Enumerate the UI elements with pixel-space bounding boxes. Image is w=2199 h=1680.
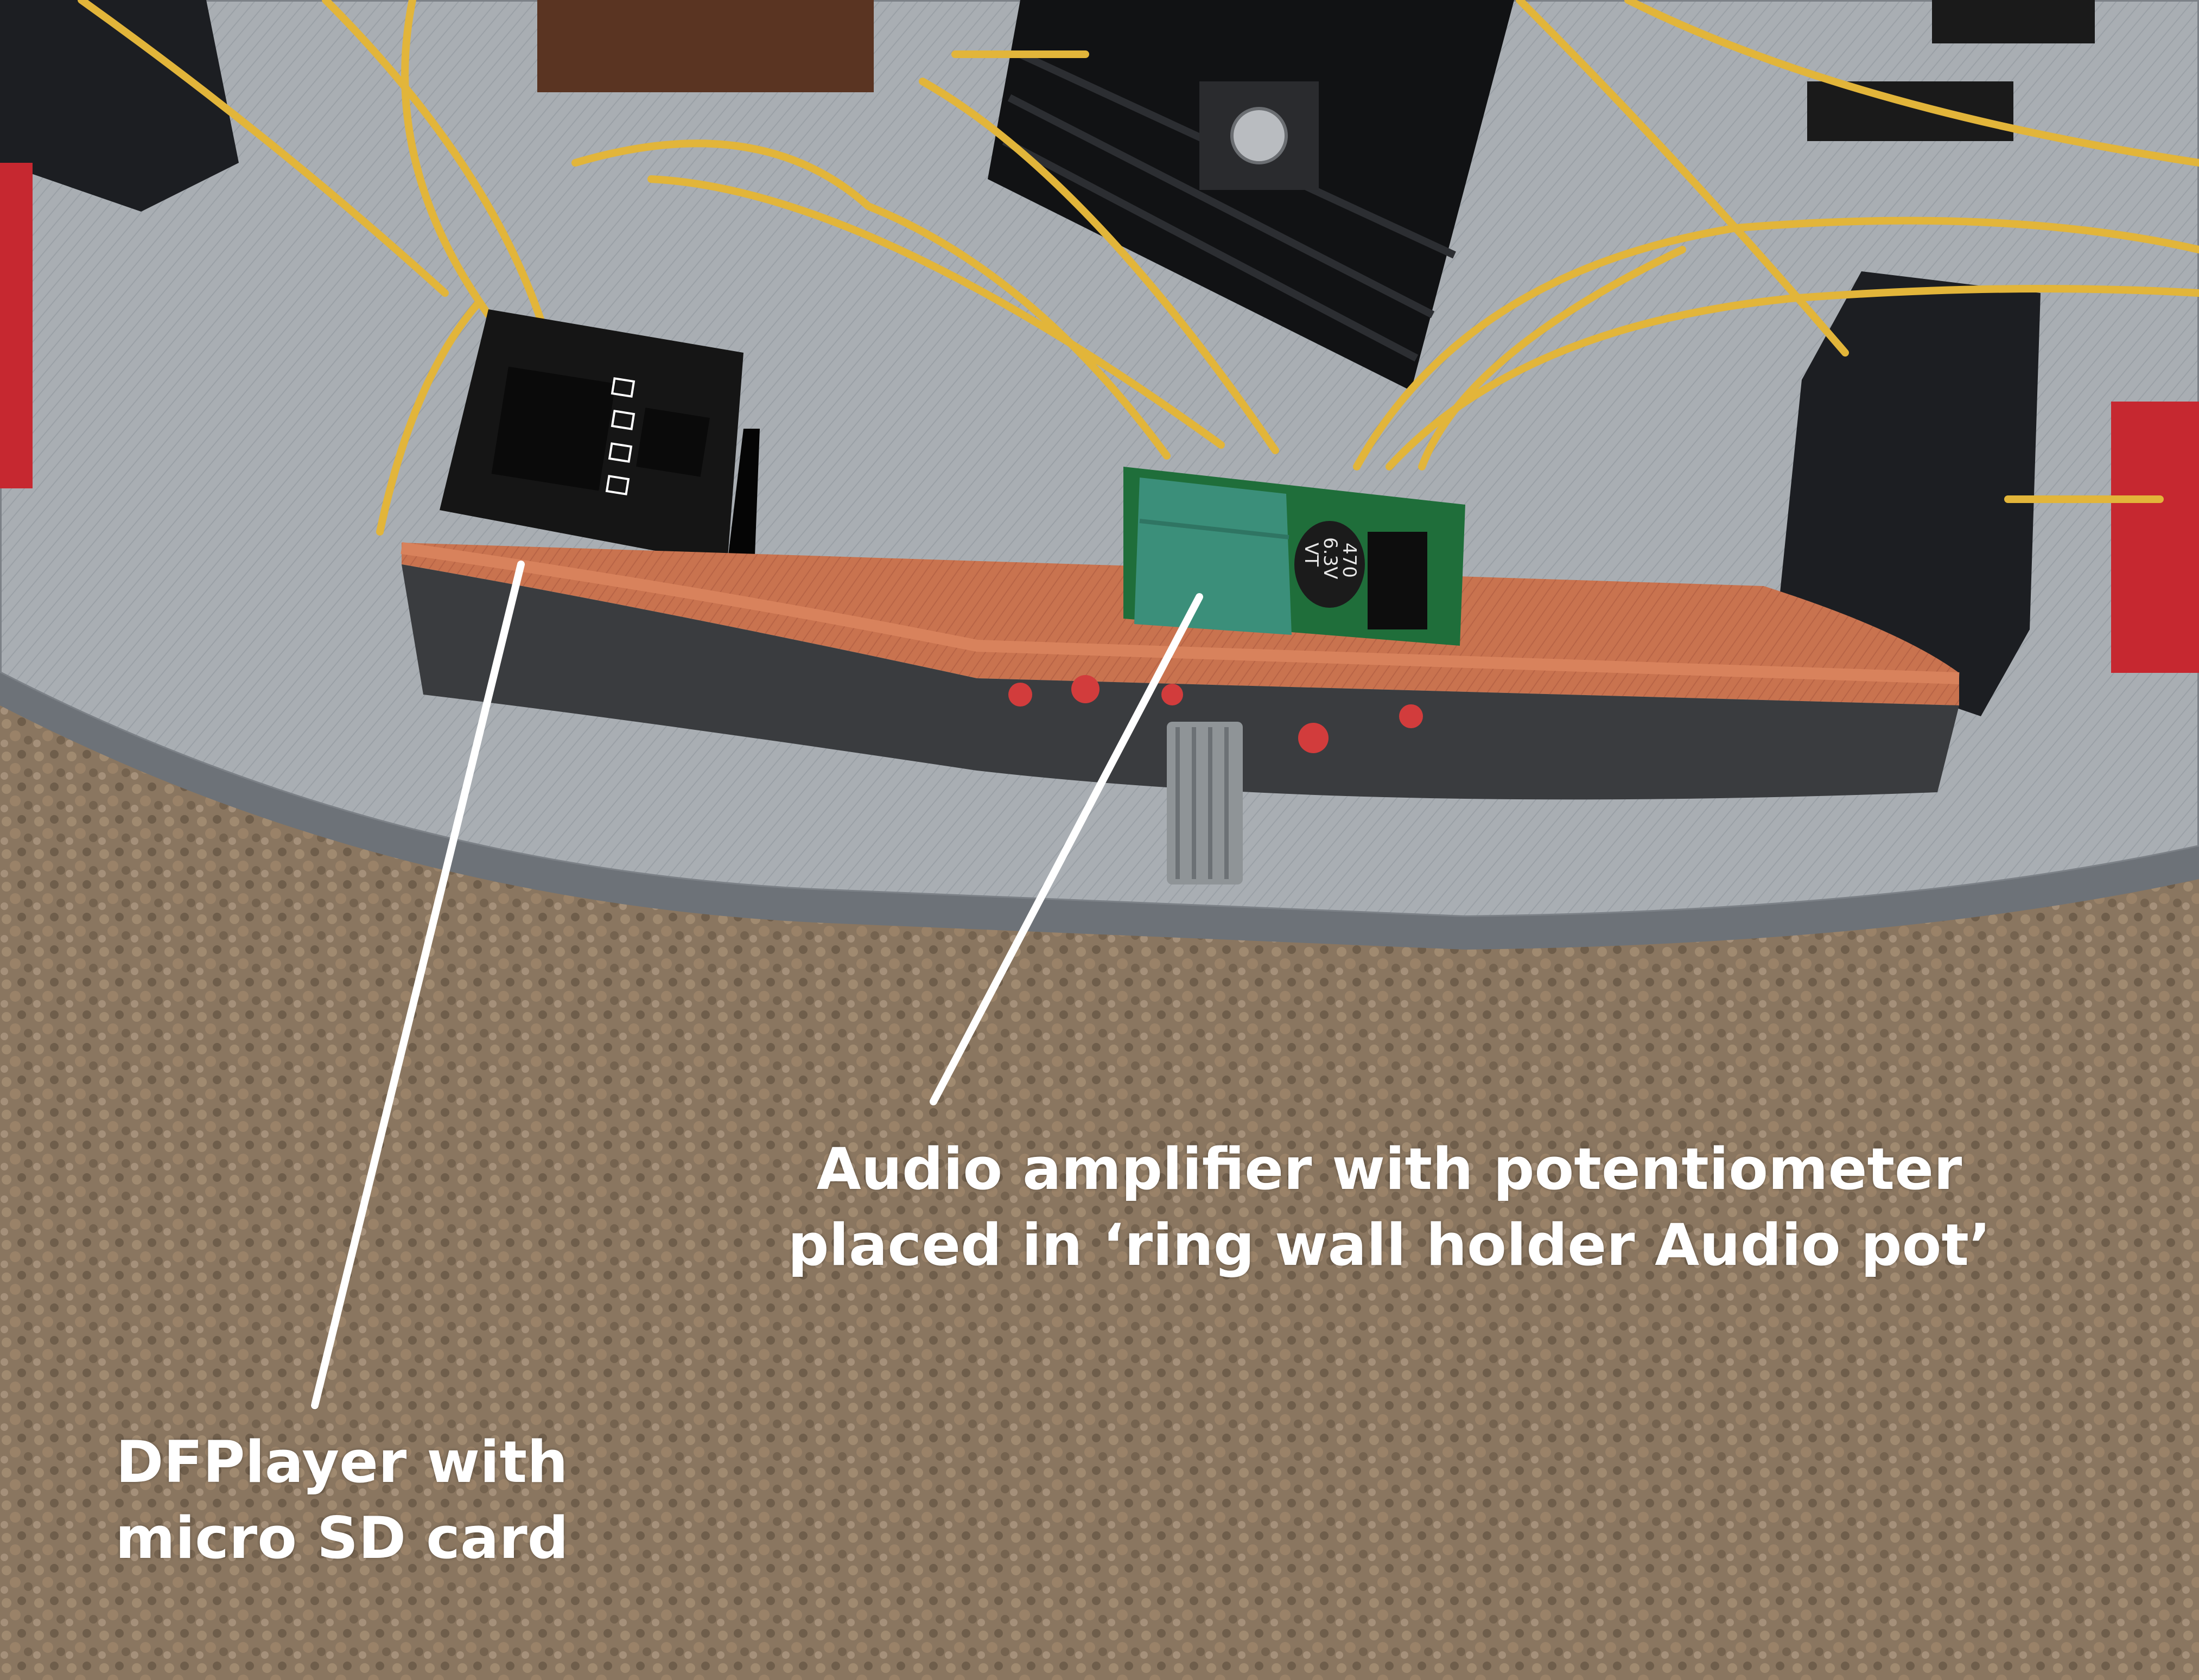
capacitor [1294, 521, 1365, 608]
red-connector-left [0, 163, 33, 488]
black-tape-top-left [0, 0, 239, 212]
capacitor-marking-voltage: 6.3V [1319, 537, 1341, 579]
pointer-line-dfplayer [311, 561, 525, 1409]
red-connector-right [2111, 402, 2199, 673]
black-connector-1 [1807, 81, 2013, 141]
plate-edge [0, 673, 2199, 950]
capacitor-marking-470: 470 [1338, 543, 1360, 578]
potentiometer-body [1134, 478, 1292, 635]
amplifier-caption: Audio amplifier with potentiometer place… [695, 1131, 2084, 1283]
amplifier-caption-line-1: Audio amplifier with potentiometer [816, 1136, 1962, 1202]
black-tape-right [1775, 271, 2041, 716]
yellow-wires [78, 0, 2199, 536]
dfplayer-board [440, 309, 760, 570]
amplifier-board: 470 6.3V VT [1123, 467, 1465, 646]
heatsink [988, 0, 1514, 391]
pointer-line-amplifier [930, 593, 1203, 1105]
amplifier-caption-line-2: placed in ‘ring wall holder Audio pot’ [787, 1212, 1991, 1278]
amplifier-ic [1368, 532, 1427, 629]
dfplayer-caption-line-1: DFPlayer with [116, 1429, 568, 1496]
capacitor-marking-vt: VT [1300, 543, 1322, 567]
dfplayer-caption-line-2: micro SD card [115, 1505, 569, 1571]
potentiometer-shaft [1167, 722, 1243, 884]
brown-block [537, 0, 874, 92]
black-connector-2 [1932, 0, 2095, 43]
dfplayer-caption: DFPlayer with micro SD card [65, 1424, 619, 1576]
